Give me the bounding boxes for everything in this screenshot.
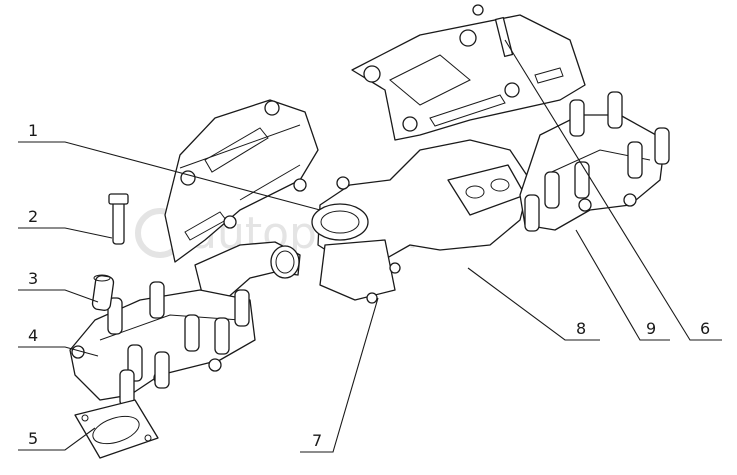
leader-4 <box>18 346 99 357</box>
manifold-center <box>311 139 531 304</box>
callout-labels: 1 2 3 4 5 6 7 8 9 <box>28 121 710 450</box>
leader-9 <box>575 229 670 341</box>
heat-shield-right <box>351 4 586 141</box>
callout-4: 4 <box>28 326 38 345</box>
manifold-right <box>519 114 666 231</box>
leader-3 <box>18 289 99 303</box>
heat-shield-left <box>164 99 319 263</box>
leader-lines <box>18 39 722 453</box>
studs-left <box>107 281 250 407</box>
leader-1 <box>18 141 321 211</box>
leader-8 <box>467 267 600 341</box>
studs-right <box>524 91 670 232</box>
callout-6: 6 <box>700 319 710 338</box>
callout-5: 5 <box>28 429 38 448</box>
callout-9: 9 <box>646 319 656 338</box>
leader-5 <box>18 427 96 451</box>
bolt <box>108 193 129 245</box>
callout-2: 2 <box>28 207 38 226</box>
callout-1: 1 <box>28 121 38 140</box>
callout-3: 3 <box>28 269 38 288</box>
callout-8: 8 <box>576 319 586 338</box>
leader-2 <box>18 227 113 239</box>
elbow-pipe <box>194 241 301 306</box>
gasket <box>74 399 159 459</box>
callout-7: 7 <box>312 431 322 450</box>
spacer-sleeve <box>91 274 115 311</box>
leader-6 <box>504 39 722 341</box>
leader-7 <box>300 297 379 453</box>
